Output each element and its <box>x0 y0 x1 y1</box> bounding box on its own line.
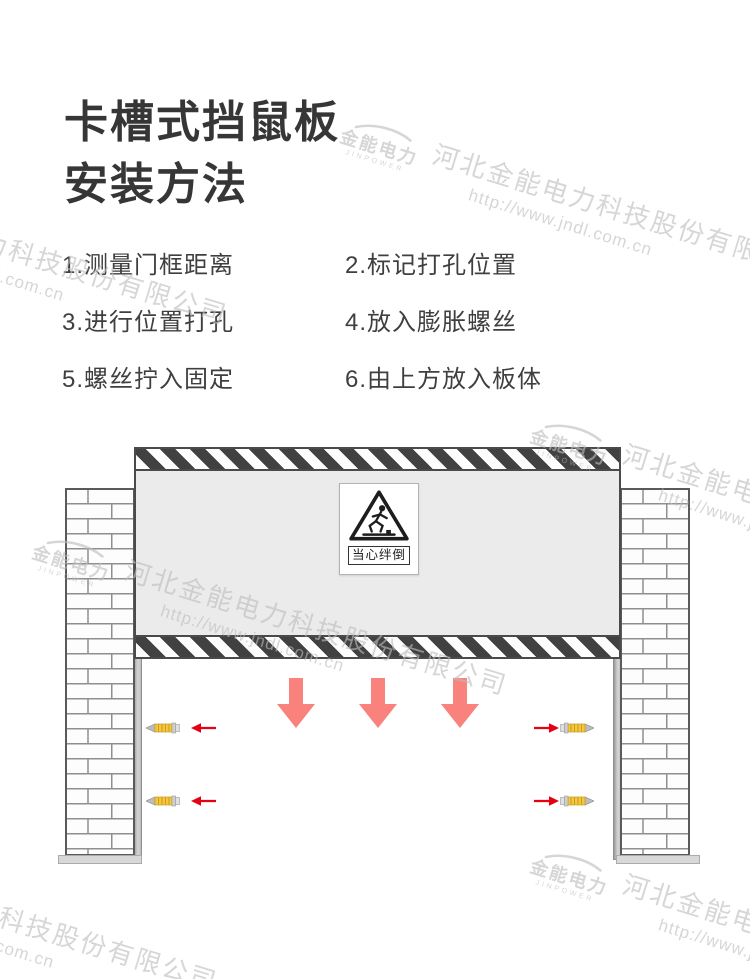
installation-steps: 1.测量门框距离 2.标记打孔位置 3.进行位置打孔 4.放入膨胀螺丝 5.螺丝… <box>62 252 662 394</box>
down-arrow-icon <box>359 678 397 728</box>
hazard-stripe-bottom <box>136 635 619 657</box>
watermark-company: 河北金能电力科技股份有限公司 <box>619 869 750 979</box>
step-2: 2.标记打孔位置 <box>345 252 518 279</box>
wall-base-right <box>616 855 700 864</box>
step-3: 3.进行位置打孔 <box>62 309 235 336</box>
wall-base-left <box>58 855 142 864</box>
brick-pattern-icon <box>620 488 690 856</box>
watermark-logo-swoosh-icon <box>544 854 602 872</box>
brick-wall-left <box>65 488 135 856</box>
watermark-url: http://www.jndl.com.cn <box>0 897 57 973</box>
expansion-screw-icon <box>560 722 594 734</box>
watermark-logo: 金能电力 JINPOWER <box>335 112 424 177</box>
brick-wall-right <box>620 488 690 856</box>
warning-triangle-icon <box>349 490 409 541</box>
board-panel: 当心绊倒 <box>136 471 619 635</box>
title-line-1: 卡槽式挡鼠板 <box>64 98 340 147</box>
watermark-logo-swoosh-icon <box>544 424 602 442</box>
watermark-url: http://www.jndl.com.cn <box>656 915 750 979</box>
watermark-logo-text: 金能电力 <box>527 856 611 899</box>
watermark-logo-swoosh-icon <box>354 124 412 142</box>
step-6: 6.由上方放入板体 <box>345 366 543 393</box>
warning-sign-label: 当心绊倒 <box>347 546 410 565</box>
right-arrow-icon <box>534 796 559 806</box>
right-arrow-icon <box>534 723 559 733</box>
hazard-stripe-top <box>136 449 619 471</box>
watermark-logo-sub: JINPOWER <box>534 879 595 904</box>
watermark-logo-text: 金能电力 <box>337 126 421 169</box>
down-arrow-icon <box>441 678 479 728</box>
warning-sign: 当心绊倒 <box>339 483 419 575</box>
watermark-company: 河北金能电力科技股份有限公司 <box>0 852 222 979</box>
brick-pattern-icon <box>65 488 135 856</box>
expansion-screw-icon <box>146 795 180 807</box>
expansion-screw-icon <box>560 795 594 807</box>
rodent-barrier-board: 当心绊倒 <box>134 447 621 659</box>
expansion-screw-icon <box>146 722 180 734</box>
step-4: 4.放入膨胀螺丝 <box>345 309 518 336</box>
watermark: 河北金能电力科技股份有限公司 http://www.jndl.com.cn <box>0 852 222 979</box>
down-arrow-icon <box>277 678 315 728</box>
watermark-logo: 金能电力 JINPOWER <box>525 842 614 907</box>
page-title: 卡槽式挡鼠板 安装方法 <box>64 92 340 216</box>
title-line-2: 安装方法 <box>64 160 248 209</box>
watermark-logo-sub: JINPOWER <box>344 149 405 174</box>
step-1: 1.测量门框距离 <box>62 252 235 279</box>
step-5: 5.螺丝拧入固定 <box>62 366 235 393</box>
left-arrow-icon <box>191 796 216 806</box>
left-arrow-icon <box>191 723 216 733</box>
